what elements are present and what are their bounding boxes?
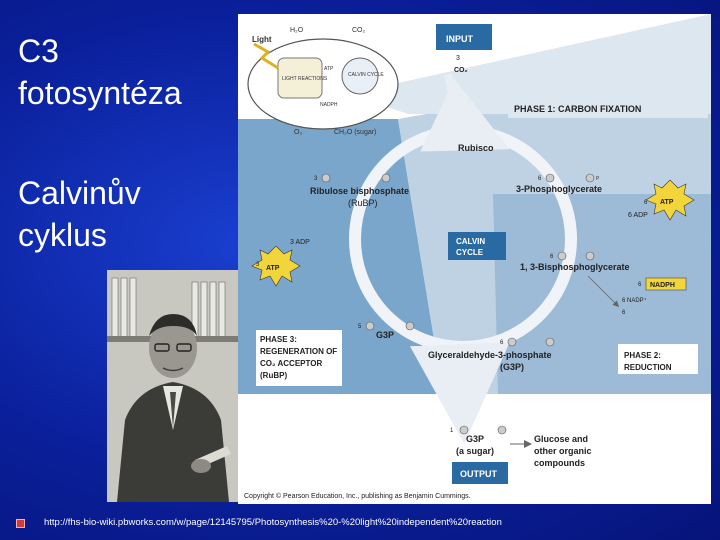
nadph-label: NADPH [650,282,675,289]
g3p-left: G3P [376,330,394,340]
phase3-line3: CO₂ ACCEPTOR [260,359,322,368]
atp-right-label: ATP [660,199,674,206]
output-box [452,462,508,484]
output-sugar: (a sugar) [456,446,494,456]
pga-phosphate: P [596,176,600,182]
copyright: Copyright © Pearson Education, Inc., pub… [244,492,471,500]
g3p-bottom-count: 6 [500,340,504,346]
nadp-out: 6 NADP⁺ [622,297,647,304]
phase3-line2: REGENERATION OF [260,347,337,356]
portrait-illustration [107,270,240,502]
adp-right: 6 ADP [628,212,648,219]
chloro-sugar: CH₂O (sugar) [334,129,376,136]
input-label: INPUT [446,34,474,44]
adp-left: 3 ADP [290,239,310,246]
glucose-line3: compounds [534,458,585,468]
title-line1: C3 [18,33,59,69]
bpg-name: 1, 3-Bisphosphoglycerate [520,262,630,272]
bpg-count: 6 [550,254,554,260]
footer-bullet-icon [16,519,25,528]
atp-burst-icon-left [251,245,301,287]
output-count: 1 [450,428,454,434]
calvin-box-line2: CYCLE [456,248,484,257]
g3p-name: Glyceraldehyde-3-phosphate [428,350,552,360]
pga-count: 6 [538,176,542,182]
rubisco-label: Rubisco [458,143,494,153]
phase2-line1: PHASE 2: [624,351,661,360]
chloro-o2: O₂ [294,129,302,136]
pga-name: 3-Phosphoglycerate [516,184,602,194]
atp-left-label: ATP [266,265,280,272]
output-label: OUTPUT [460,469,498,479]
phase1-label: PHASE 1: CARBON FIXATION [514,104,641,114]
nadph-box [645,277,687,291]
calvin-cycle-figure: Light H₂O CO₂ LIGHT REACTIONS CALVIN CYC… [238,14,711,504]
slide-title: C3 fotosyntéza Calvinův cyklus [18,30,238,256]
chloro-nadph: NADPH [320,102,338,108]
atp-burst-icon-right [645,179,695,221]
g3p-abbr: (G3P) [500,362,524,372]
phase3-line1: PHASE 3: [260,335,297,344]
title-line2: fotosyntéza [18,75,182,111]
glucose-line2: other organic [534,446,592,456]
subtitle: Calvinův cyklus [18,172,238,256]
chloro-calvin-cycle: CALVIN CYCLE [348,72,384,78]
output-g3p: G3P [466,434,484,444]
calvin-box-line1: CALVIN [456,237,485,246]
chloro-atp: ATP [324,66,334,72]
nadph-count: 6 [638,282,642,288]
chloro-light: Light [252,35,272,44]
input-box [436,24,492,50]
phase3-line4: (RuBP) [260,371,287,380]
subtitle-line1: Calvinův [18,175,141,211]
light-bolt-icon [253,42,279,70]
subtitle-line2: cyklus [18,217,107,253]
rubp-name: Ribulose bisphosphate [310,186,409,196]
footer-url[interactable]: http://fhs-bio-wiki.pbworks.com/w/page/1… [44,517,502,528]
chloro-h2o: H₂O [290,27,304,34]
chloro-co2: CO₂ [352,27,366,34]
glucose-line1: Glucose and [534,434,588,444]
calvin-cycle-box [448,232,506,260]
input-co2: CO₂ [454,67,468,74]
pi-out: 6 [622,310,626,316]
input-count: 3 [456,55,460,62]
atp-left-count: 3 [256,262,260,268]
rubp-abbr: (RuBP) [348,198,378,208]
atp-right-count: 6 [644,200,648,206]
calvin-portrait-photo [107,270,240,502]
chloroplast-overview [247,38,399,130]
chloro-light-reactions: LIGHT REACTIONS [282,76,328,82]
rubp-count: 3 [314,176,318,182]
phase2-line2: REDUCTION [624,363,672,372]
g3p-left-count: 5 [358,324,362,330]
calvin-cycle-diagram: Light H₂O CO₂ LIGHT REACTIONS CALVIN CYC… [238,14,711,504]
